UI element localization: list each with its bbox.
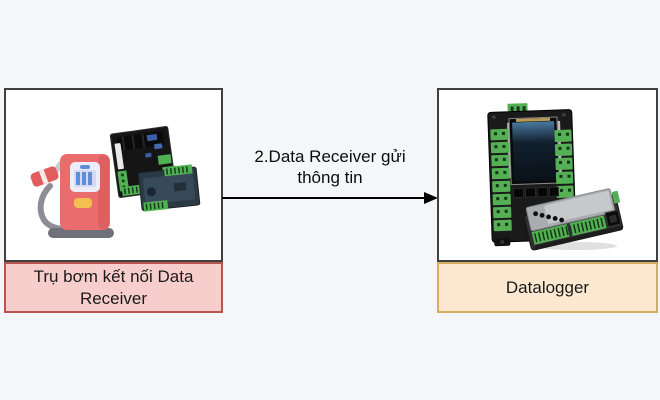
fuel-pump-icon [30,154,114,238]
arrow-label-line1: 2.Data Receiver gửi [254,147,406,166]
pump-and-boards-illustration [30,126,201,238]
datalogger-label-text: Datalogger [505,277,590,297]
datalogger-front-module [523,188,624,251]
flow-arrow-icon [222,192,438,204]
pump-node-label: Trụ bơm kết nối Data Receiver [4,262,223,313]
datalogger-node-label: Datalogger [437,262,658,313]
circuit-boards-icon [109,126,201,212]
pump-label-line1: Trụ bơm kết nối Data [33,266,194,286]
datalogger-icon [487,103,624,251]
arrow-label: 2.Data Receiver gửi thông tin [228,146,432,188]
arrow-label-line2: thông tin [297,168,363,187]
pump-label-line2: Receiver [79,288,148,308]
